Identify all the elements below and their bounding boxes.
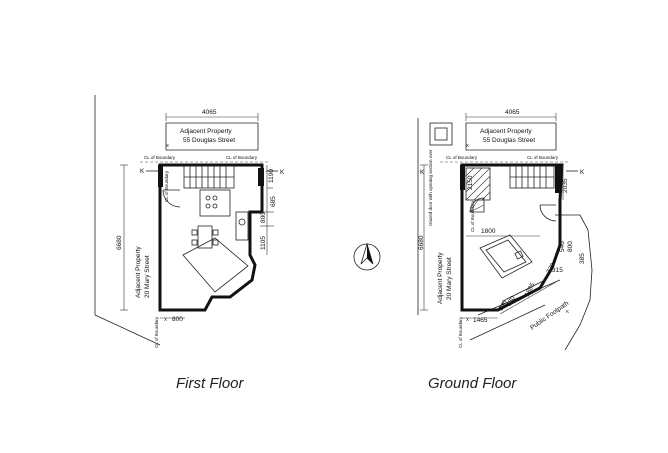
adjacent-left-line2: 20 Mary Street bbox=[446, 257, 453, 300]
adjacent-boundary-line bbox=[94, 314, 161, 346]
adjacent-property-top-outline bbox=[165, 122, 259, 151]
x-marker: X bbox=[166, 143, 169, 148]
dim-770-b: 770 bbox=[546, 262, 557, 275]
sofa bbox=[479, 234, 533, 279]
side-dim-1190: 1190 bbox=[268, 169, 275, 183]
glazed-door-note: Glazed door with opening section over bbox=[428, 149, 433, 226]
adjacent-top-line1: Adjacent Property bbox=[480, 128, 532, 135]
cl-boundary-left: CL of Boundary bbox=[446, 155, 478, 160]
dim-1465: 1465 bbox=[473, 317, 488, 324]
ground-floor-plan: 4065 Adjacent Property 55 Douglas Street… bbox=[417, 109, 593, 392]
footpath-edge bbox=[469, 304, 546, 341]
dim-2035: 2035 bbox=[562, 178, 569, 193]
side-dim-800: 800 bbox=[260, 212, 267, 223]
side-dim-1105: 1105 bbox=[260, 236, 267, 250]
section-marker-left: K bbox=[420, 169, 425, 176]
cl-boundary-left: CL of Boundary bbox=[144, 155, 176, 160]
section-marker-bottom: X bbox=[466, 317, 469, 322]
adjacent-left-line2: 20 Mary Street bbox=[144, 255, 151, 298]
adjacent-left-line1: Adjacent Property bbox=[135, 246, 142, 298]
cl-boundary-side: CL of Boundary bbox=[470, 200, 475, 232]
dining-table bbox=[197, 225, 213, 249]
bin-store bbox=[429, 122, 453, 146]
dim-1800: 1800 bbox=[481, 228, 496, 235]
door-swing bbox=[539, 204, 557, 222]
adjacent-top-line1: Adjacent Property bbox=[180, 128, 232, 135]
north-arrow-icon bbox=[353, 242, 381, 271]
cl-boundary-bottom: CL of Boundary bbox=[154, 316, 159, 348]
width-dimension: 4065 bbox=[202, 109, 217, 116]
side-dim-685: 685 bbox=[270, 196, 277, 207]
adjacent-top-line2: 55 Douglas Street bbox=[183, 137, 235, 144]
door-swing bbox=[162, 189, 181, 208]
first-floor-walls bbox=[158, 163, 264, 312]
dim-315: 315 bbox=[552, 267, 563, 274]
height-dimension: 6680 bbox=[116, 235, 123, 250]
first-floor-title: First Floor bbox=[176, 375, 245, 392]
dim-770: 770 bbox=[506, 295, 517, 308]
dim-540-b: 540 bbox=[559, 241, 566, 252]
section-marker-right: K bbox=[280, 169, 285, 176]
sink-unit bbox=[235, 211, 249, 241]
cl-boundary-side: CL of Boundary bbox=[164, 170, 169, 202]
height-dimension: 6680 bbox=[418, 235, 425, 250]
stair bbox=[509, 165, 555, 189]
cl-boundary-right: CL of Boundary bbox=[527, 155, 559, 160]
dim-800: 800 bbox=[567, 241, 574, 252]
cl-boundary-right: CL of Boundary bbox=[226, 155, 258, 160]
width-dimension: 4065 bbox=[505, 109, 520, 116]
ground-floor-title: Ground Floor bbox=[428, 375, 517, 392]
section-arrow-k: K bbox=[566, 309, 569, 314]
corner-stair bbox=[469, 197, 485, 213]
adjacent-top-line2: 55 Douglas Street bbox=[483, 137, 535, 144]
bottom-dim-800: 800 bbox=[172, 316, 183, 323]
adjacent-property-top-outline bbox=[465, 122, 557, 151]
adjacent-left-line1: Adjacent Property bbox=[437, 252, 444, 304]
cl-boundary-bottom: CL of Boundary bbox=[458, 316, 463, 348]
section-marker-bottom: X bbox=[164, 317, 167, 322]
first-floor-plan: 4065 Adjacent Property 55 Douglas Street… bbox=[94, 95, 285, 392]
bay-window bbox=[497, 279, 546, 311]
kitchen-unit bbox=[199, 189, 231, 217]
x-marker: X bbox=[466, 143, 469, 148]
dim-540: 540 bbox=[498, 299, 509, 312]
public-footpath-label: Public Footpath bbox=[529, 300, 570, 332]
rug bbox=[182, 237, 249, 293]
section-marker-left: K bbox=[140, 168, 145, 175]
stair bbox=[183, 165, 235, 189]
dim-2150: 2150 bbox=[467, 175, 474, 190]
dim-385: 385 bbox=[579, 253, 586, 264]
footpath-boundary bbox=[555, 214, 593, 351]
section-marker-right: K bbox=[580, 169, 585, 176]
